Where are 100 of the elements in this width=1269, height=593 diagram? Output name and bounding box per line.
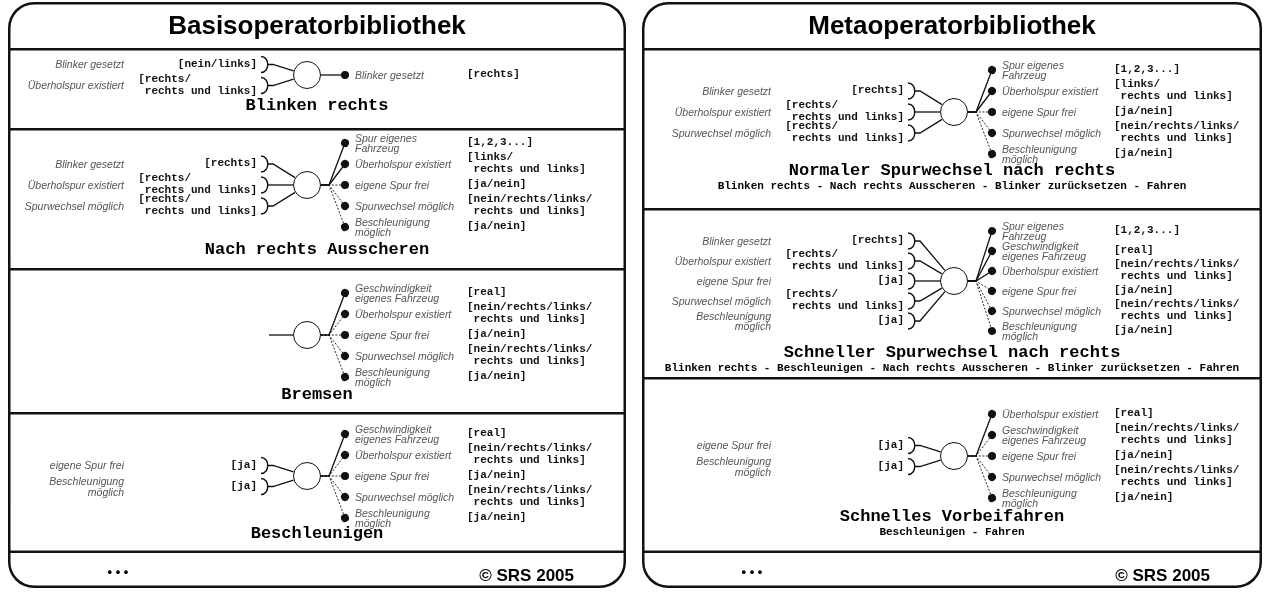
signal-value: [ja/nein] — [467, 371, 527, 383]
signal-value: [rechts] — [467, 69, 520, 81]
copyright-note: © SRS 2005 — [1115, 566, 1210, 586]
signal-value: [ja/nein] — [1114, 285, 1174, 297]
signal-value: [rechts/ rechts und links] — [785, 289, 904, 313]
signal-value: [ja/nein] — [1114, 450, 1174, 462]
connector — [268, 334, 294, 336]
connector — [967, 87, 996, 113]
connector — [320, 289, 349, 336]
signal-name: Spur eigenes Fahrzeug — [1002, 220, 1065, 242]
signal-name: Spurwechsel möglich — [355, 350, 456, 362]
signal-name: Überholspur existiert — [355, 449, 453, 461]
connector — [907, 457, 942, 476]
signal-name: Spur eigenes Fahrzeug — [355, 132, 418, 154]
operator-circle — [940, 442, 968, 470]
signal-value: [ja/nein] — [467, 329, 527, 341]
connector — [260, 76, 295, 95]
connector — [907, 82, 943, 106]
signal-name: Überholspur existiert — [355, 308, 453, 320]
signal-name: Spur eigenes Fahrzeug — [1002, 59, 1065, 81]
connector — [907, 252, 943, 275]
signal-value: [rechts/ rechts und links] — [785, 249, 904, 273]
signal-value: [real] — [1114, 408, 1154, 420]
signal-value: [ja/nein] — [467, 179, 527, 191]
signal-name: Spurwechsel möglich — [1002, 127, 1103, 139]
signal-value: [rechts] — [204, 158, 257, 170]
signal-name: Überholspur existiert — [26, 179, 124, 191]
signal-name: Überholspur existiert — [355, 158, 453, 170]
signal-value: [ja] — [230, 480, 257, 493]
signal-value: [1,2,3...] — [467, 137, 533, 149]
signal-value: [rechts] — [851, 235, 904, 247]
signal-name: eigene Spur frei — [695, 440, 771, 451]
connector — [907, 436, 942, 455]
connector — [907, 272, 941, 290]
signal-name: Blinker gesetzt — [355, 69, 426, 81]
connector — [260, 176, 294, 194]
section-title: Blinken rechts — [245, 97, 389, 115]
signal-name: Geschwindigkeit eigenes Fahrzeug — [355, 282, 441, 304]
signal-value: [ja] — [877, 275, 904, 287]
panel-title: Basisoperatorbibliothek — [167, 10, 467, 41]
operator-sequence: Blinken rechts - Nach rechts Ausscheren - Blinker zurücksetzen - Fahren — [717, 180, 1187, 193]
library-panel — [8, 2, 626, 588]
signal-name: Spurwechsel möglich — [23, 200, 124, 212]
signal-name: Überholspur existiert — [26, 80, 124, 91]
signal-value: [ja/nein] — [467, 470, 527, 482]
signal-name: Beschleunigung möglich — [355, 366, 431, 388]
connector — [320, 160, 349, 186]
copyright-note: © SRS 2005 — [479, 566, 574, 586]
connector — [967, 410, 996, 457]
signal-name: Beschleunigung möglich — [1002, 487, 1078, 509]
signal-value: [ja] — [230, 459, 257, 472]
section-title: Schnelles Vorbeifahren — [839, 508, 1065, 526]
signal-value: [ja] — [877, 439, 904, 452]
connector — [907, 118, 943, 142]
section-title: Schneller Spurwechsel nach rechts — [783, 344, 1121, 362]
signal-name: eigene Spur frei — [1002, 285, 1078, 297]
signal-name: Blinker gesetzt — [701, 85, 771, 97]
signal-name: Beschleunigung möglich — [1002, 143, 1077, 165]
signal-value: [rechts] — [851, 85, 904, 97]
signal-name: Spurwechsel möglich — [1002, 471, 1103, 483]
signal-value: [links/ rechts und links] — [1114, 79, 1233, 103]
signal-value: [ja/nein] — [1114, 325, 1174, 337]
signal-value: [nein/rechts/links/ rechts und links] — [467, 302, 593, 326]
signal-value: [nein/rechts/links/ rechts und links] — [467, 485, 593, 509]
signal-value: [1,2,3...] — [1114, 64, 1180, 76]
connector — [260, 477, 295, 496]
signal-name: Blinker gesetzt — [701, 235, 771, 247]
signal-name: eigene Spur frei — [355, 329, 431, 341]
signal-value: [1,2,3...] — [1114, 225, 1180, 237]
signal-name: eigene Spur frei — [355, 470, 431, 482]
signal-value: [nein/rechts/links/ rechts und links] — [1114, 299, 1240, 323]
signal-name: eigene Spur frei — [1002, 106, 1078, 118]
operator-circle — [293, 462, 321, 490]
connector — [967, 267, 996, 282]
connector — [260, 456, 295, 475]
operator-circle — [293, 321, 321, 349]
signal-name: eigene Spur frei — [695, 275, 771, 287]
signal-name: Beschleunigung möglich — [1002, 320, 1078, 342]
signal-value: [nein/rechts/links/ rechts und links] — [1114, 465, 1240, 489]
operator-sequence: Blinken rechts - Beschleunigen - Nach rechts Ausscheren - Blinker zurücksetzen - Fahren — [664, 362, 1240, 375]
signal-name: eigene Spur frei — [355, 179, 431, 191]
signal-name: Beschleunigung möglich — [695, 310, 771, 332]
signal-name: Überholspur existiert — [1002, 265, 1100, 277]
signal-value: [nein/rechts/links/ rechts und links] — [1114, 121, 1240, 145]
operator-circle — [940, 98, 968, 126]
signal-name: eigene Spur frei — [48, 460, 124, 471]
connector — [907, 291, 946, 330]
connector — [320, 71, 349, 79]
more-indicator: • • • — [106, 564, 130, 579]
signal-value: [rechts/ rechts und links] — [138, 194, 257, 218]
connector — [260, 55, 295, 74]
signal-value: [ja/nein] — [1114, 106, 1174, 118]
signal-value: [ja] — [877, 315, 904, 327]
signal-name: Spurwechsel möglich — [355, 491, 456, 503]
signal-value: [nein/rechts/links/ rechts und links] — [467, 344, 593, 368]
operator-section — [8, 412, 626, 553]
signal-value: [nein/rechts/links/ rechts und links] — [1114, 259, 1240, 283]
signal-value: [rechts/ rechts und links] — [785, 121, 904, 145]
signal-name: Überholspur existiert — [1002, 85, 1100, 97]
section-title: Bremsen — [281, 386, 353, 404]
